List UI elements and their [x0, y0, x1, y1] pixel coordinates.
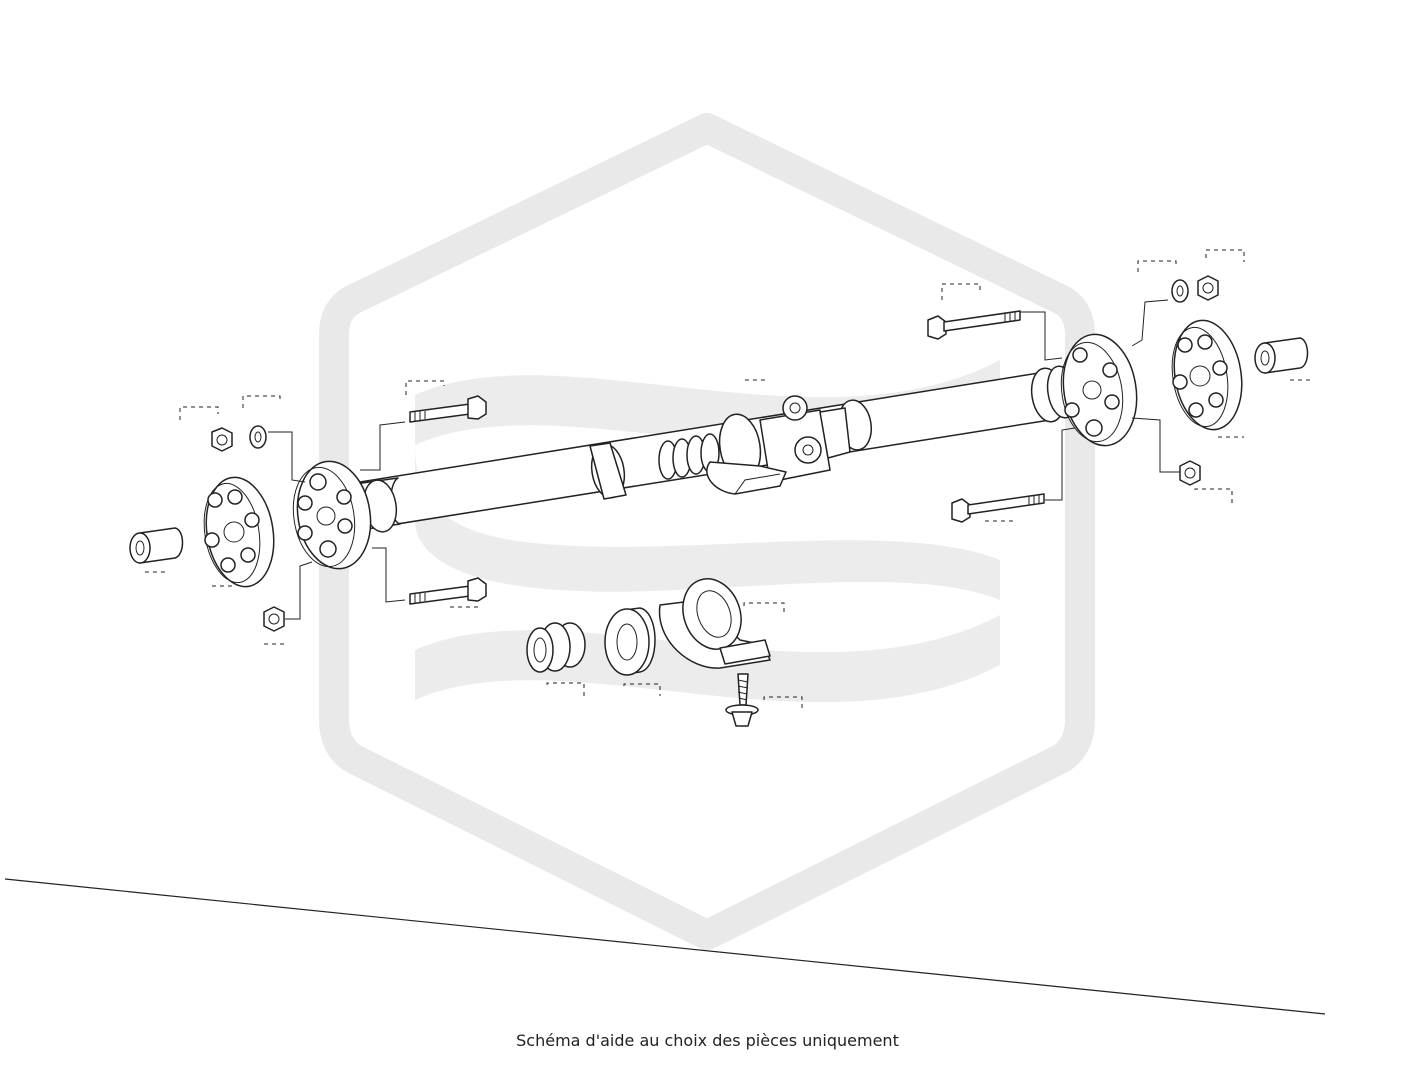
flexible-disc-right: [1060, 333, 1138, 447]
shaft-spline-section: [658, 433, 720, 480]
propeller-shaft: [347, 365, 1078, 533]
nut-left-top: [211, 427, 233, 452]
centre-bearing-mounted: [706, 461, 787, 495]
bolt-left-bottom: [409, 577, 487, 605]
watermark-logo: [319, 113, 1095, 950]
flexible-disc-left: [292, 460, 372, 570]
rubber-bellow: [526, 622, 586, 673]
bolt-right-top: [927, 310, 1021, 340]
washer-right-top: [1171, 279, 1189, 303]
leader-lines: [268, 299, 1180, 620]
nut-left-bottom: [263, 606, 285, 632]
centre-bearing-bracket: [658, 578, 771, 669]
washer-left-top: [249, 425, 267, 449]
bolt-right-bottom: [951, 493, 1045, 523]
bracket-screw: [725, 673, 759, 727]
ball-bearing: [604, 607, 656, 676]
nut-right-top: [1197, 275, 1219, 301]
bushing-right: [1254, 337, 1309, 374]
bushing-left: [129, 527, 184, 564]
diagram-caption: Schéma d'aide au choix des pièces unique…: [516, 1031, 899, 1050]
flex-disc-exploded-left: [203, 476, 275, 588]
reference-markers: [145, 249, 1312, 710]
perspective-line: [4, 878, 1326, 1015]
watermark-hexagon: [319, 113, 1095, 950]
watermark-s-body: [415, 445, 1000, 600]
nut-right-bottom: [1179, 460, 1201, 486]
flex-disc-exploded-right: [1171, 319, 1243, 431]
bolt-left-top: [409, 395, 487, 423]
